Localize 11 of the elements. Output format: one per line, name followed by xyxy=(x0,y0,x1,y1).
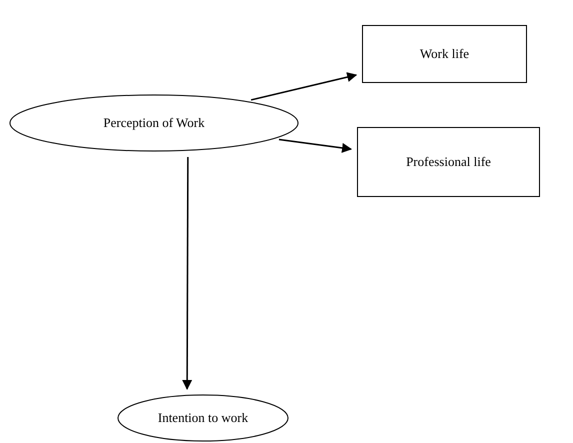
node-label: Intention to work xyxy=(158,409,248,428)
arrow xyxy=(250,72,358,101)
node-label: Professional life xyxy=(406,153,491,172)
arrow xyxy=(182,157,192,390)
process-box xyxy=(362,25,527,83)
ellipse-node xyxy=(118,394,288,442)
arrow xyxy=(278,138,352,153)
process-box xyxy=(357,127,540,197)
node-label: Perception of Work xyxy=(103,114,205,132)
node-label: Work life xyxy=(420,45,470,64)
ellipse-node xyxy=(10,94,298,152)
